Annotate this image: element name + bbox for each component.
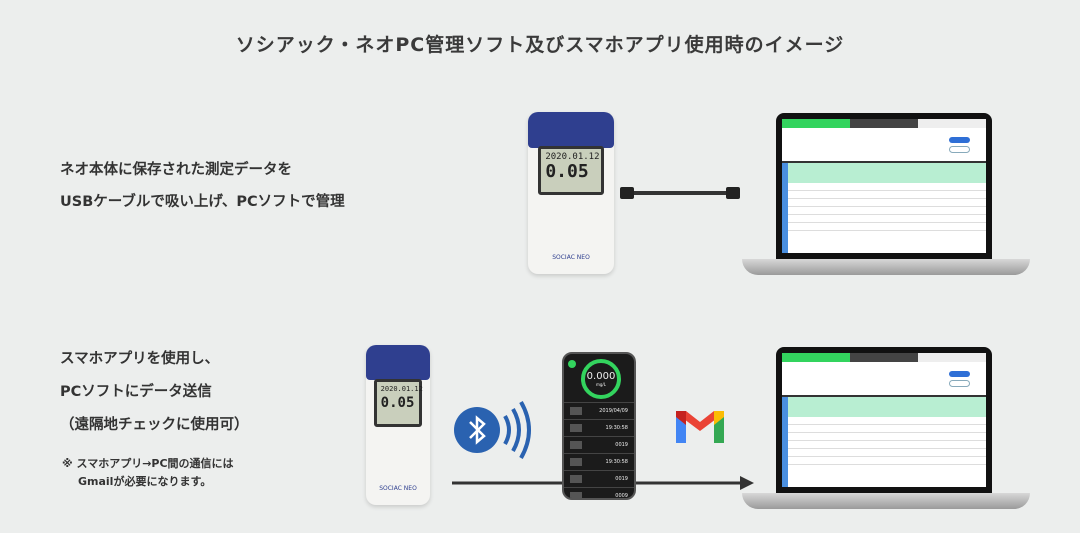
lcd-date: 2020.01.12 xyxy=(545,152,600,163)
bluetooth-icon xyxy=(454,401,531,459)
row-value: 0009 xyxy=(615,493,628,499)
row-label-block xyxy=(570,441,582,449)
section1-line-2: USBケーブルで吸い上げ、PCソフトで管理 xyxy=(60,194,345,210)
device-brand: SOCIAC NEO xyxy=(552,254,590,262)
row-value: 0019 xyxy=(615,476,628,482)
laptop-2-base xyxy=(742,493,1030,509)
phone-data-row: 2019/04/09 xyxy=(564,402,634,419)
lcd-value: 0.05 xyxy=(545,161,589,183)
row-label-block xyxy=(570,407,582,415)
phone-data-row: 0019 xyxy=(564,436,634,453)
note-line-2: Gmailが必要になります。 xyxy=(78,475,212,488)
phone-data-row: 19:30:58 xyxy=(564,453,634,470)
device-brand: SOCIAC NEO xyxy=(379,485,417,493)
smartphone-app: 0.000 mg/L 2019/04/09 19:30:58 0019 19:3… xyxy=(562,352,636,500)
device-cap xyxy=(528,112,614,148)
pc-software-window xyxy=(782,353,986,487)
section2-line-3: （遠隔地チェックに使用可） xyxy=(60,417,249,433)
row-label-block xyxy=(570,475,582,483)
row-value: 19:30:58 xyxy=(605,425,628,431)
row-value: 0019 xyxy=(615,442,628,448)
usb-cable-icon xyxy=(620,187,740,199)
note-line-1: ※ スマホアプリ→PC間の通信には xyxy=(62,457,234,470)
section2-line-2: PCソフトにデータ送信 xyxy=(60,384,212,400)
breathalyzer-device-2: 2020.01.12 0.05 SOCIAC NEO xyxy=(366,345,430,505)
phone-data-row: 19:30:58 xyxy=(564,419,634,436)
row-label-block xyxy=(570,492,582,498)
phone-data-row: 0019 xyxy=(564,470,634,487)
laptop-1-screen xyxy=(776,113,992,259)
row-label-block xyxy=(570,424,582,432)
row-value: 19:30:58 xyxy=(605,459,628,465)
phone-reading: 0.000 xyxy=(586,371,616,382)
lcd-date: 2020.01.12 xyxy=(380,384,423,393)
gmail-logo-icon xyxy=(676,411,724,443)
row-label-block xyxy=(570,458,582,466)
breathalyzer-device: 2020.01.12 0.05 SOCIAC NEO xyxy=(528,112,614,274)
row-value: 2019/04/09 xyxy=(599,408,628,414)
device-cap xyxy=(366,345,430,381)
page-title: ソシアック・ネオPC管理ソフト及びスマホアプリ使用時のイメージ xyxy=(235,34,845,56)
section2-line-1: スマホアプリを使用し、 xyxy=(60,351,220,367)
phone-data-row: 0009 xyxy=(564,487,634,499)
device-lcd: 2020.01.12 0.05 xyxy=(373,378,423,427)
section1-line-1: ネオ本体に保存された測定データを xyxy=(60,162,292,178)
device-lcd: 2020.01.12 0.05 xyxy=(538,146,604,195)
laptop-2-screen xyxy=(776,347,992,493)
lcd-value: 0.05 xyxy=(380,394,415,411)
laptop-1-base xyxy=(742,259,1030,275)
pc-software-window xyxy=(782,119,986,253)
phone-unit: mg/L xyxy=(595,382,606,387)
